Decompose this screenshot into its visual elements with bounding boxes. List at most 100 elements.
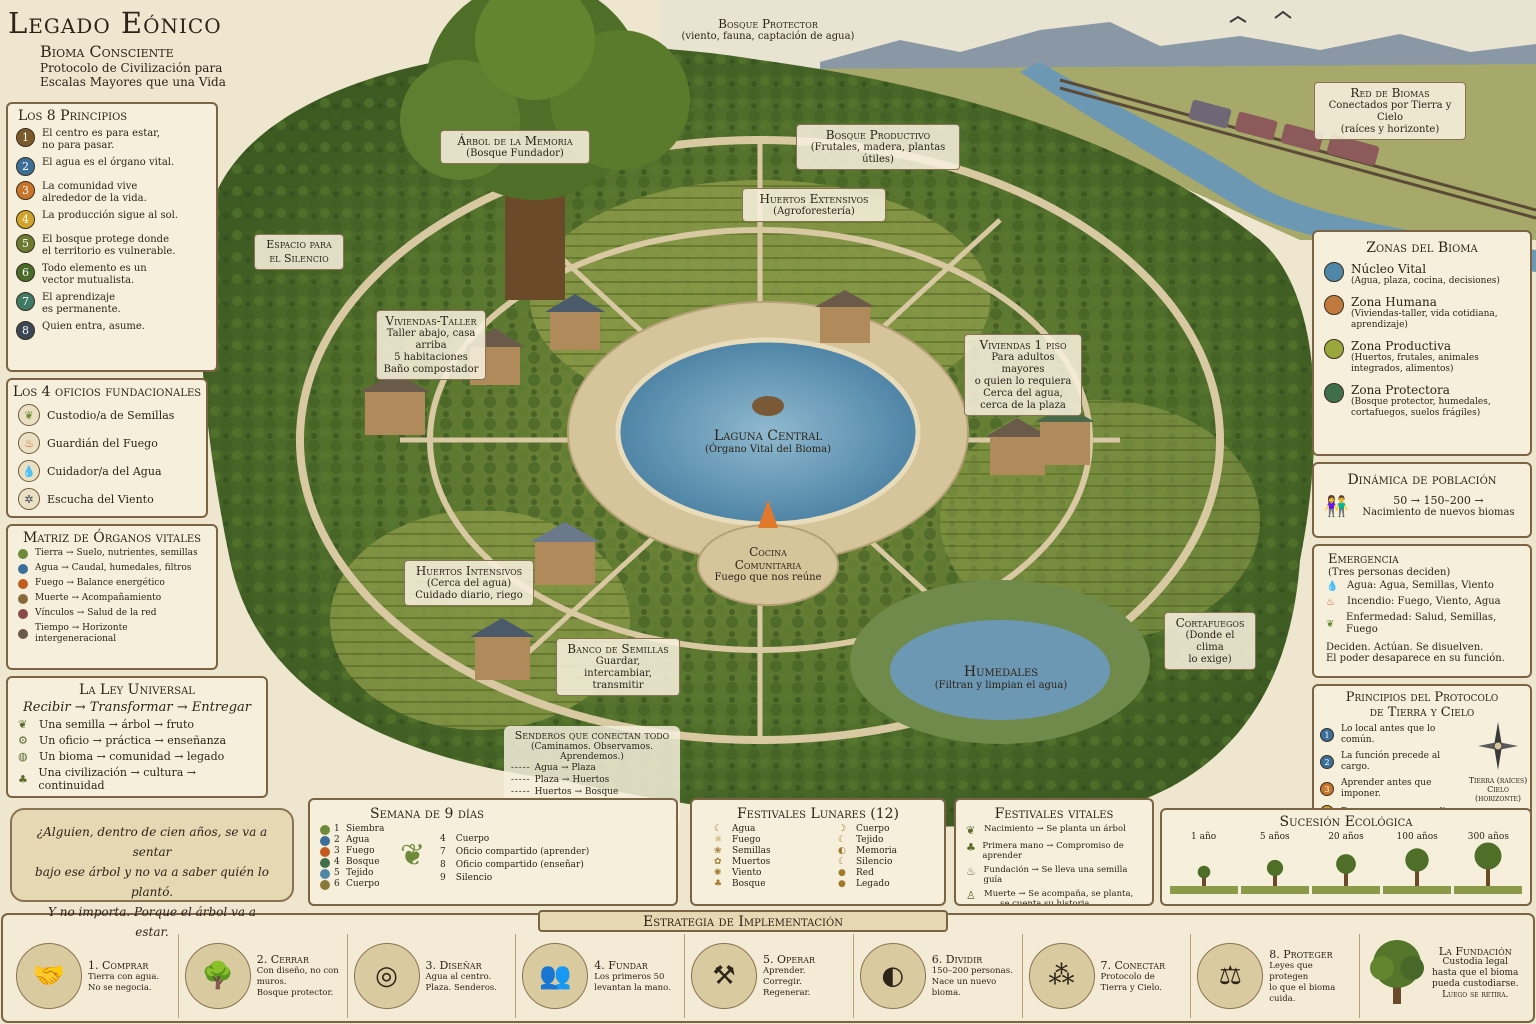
succession-tree-icon (1169, 865, 1238, 894)
fire-icon: ♨ (966, 865, 976, 878)
sprout-icon: ❦ (966, 824, 976, 837)
label-viviendas-taller: Viviendas-Taller Taller abajo, casa arri… (376, 310, 486, 380)
lunar-festival: ☾Tejido (838, 835, 884, 845)
principle-text: El centro es para estar, (42, 128, 161, 139)
population-line-1: 50 → 150–200 → (1393, 494, 1484, 507)
zone-color-dot (1324, 295, 1344, 315)
quote-line-2: bajo ese árbol y no va a saber quién lo … (35, 865, 269, 899)
zone-item: Núcleo Vital(Agua, plaza, cocina, decisi… (1324, 262, 1520, 287)
protocol-text: Lo local antes que lo común. (1341, 724, 1436, 745)
quote-line-3: Y no importa. Porque el árbol va a estar… (48, 905, 256, 939)
law-text: Un oficio → práctica → enseñanza (39, 734, 227, 747)
label-banco-semillas: Banco de Semillas Guardar, intercambiar,… (556, 638, 680, 696)
protocol-item: 1 Lo local antes que lo común. (1320, 724, 1460, 746)
emergency-item: 💧Agua: Agua, Semillas, Viento (1326, 580, 1518, 592)
sendero-row: - - - - -Plaza → Huertos (511, 775, 610, 785)
tagline-1: Protocolo de Civilización para (40, 61, 223, 75)
principle-number: 7 (16, 292, 35, 311)
water-drop-icon: 💧 (18, 460, 40, 482)
label-espacio-silencio: Espacio para el Silencio (254, 234, 344, 270)
tree-icon: ♣ (966, 841, 976, 854)
emergency-item: ❦ Enfermedad: Salud, Semillas, Fuego (1326, 612, 1518, 636)
emergency-sub: (Tres personas deciden) (1328, 567, 1451, 578)
zone-color-dot (1324, 383, 1344, 403)
zone-desc: (Bosque protector, humedales, (1351, 397, 1491, 407)
organ-label: Muerte → Acompañamiento (35, 593, 162, 603)
compass-rose-icon (1478, 722, 1518, 770)
protocol-number: 1 (1320, 728, 1334, 742)
principle-text-cont: no para pasar. (42, 140, 115, 151)
vital-festivals-title: Festivales vitales (994, 806, 1114, 822)
succession-tree-icon (1240, 859, 1309, 894)
principle-text: La comunidad vive (42, 181, 138, 192)
law-text: Una civilización → cultura → continuidad (38, 766, 197, 792)
leaf-icon: ❦ (1326, 618, 1335, 630)
organ-label: Tierra → Suelo, nutrientes, semillas (35, 548, 198, 558)
principle-text-cont: alrededor de la vida. (42, 193, 147, 204)
vital-festival: ♨Fundación → Se lleva una semilla guía (966, 865, 1128, 885)
campfire-icon (758, 500, 778, 528)
network-icon: ⁂ (1028, 943, 1095, 1009)
design-icon: ◎ (353, 943, 420, 1009)
label-arbol-memoria: Árbol de la Memoria (Bosque Fundador) (440, 130, 590, 164)
organ-item: Agua → Caudal, humedales, filtros (18, 563, 206, 574)
protocol-number: 3 (1320, 782, 1334, 796)
trade-item: ♨Guardián del Fuego (18, 432, 196, 454)
page-title: Legado Eónico (8, 6, 222, 40)
label-huertos-extensivos: Huertos Extensivos (Agroforestería) (742, 188, 886, 222)
emergency-title: Emergencia (1328, 552, 1399, 567)
emergency-text: Enfermedad: Salud, Semillas, Fuego (1346, 612, 1497, 635)
zone-desc-cont: integrados, alimentos) (1351, 364, 1454, 374)
trade-label: Cuidador/a del Agua (47, 464, 162, 478)
water-icon (18, 563, 28, 574)
emergency-note-2: El poder desaparece en su función. (1326, 653, 1505, 664)
moon-icon: ◐ (838, 846, 846, 856)
vital-festival: ♣Primera mano → Compromiso de aprender (966, 841, 1124, 861)
header: Legado Eónico Bioma Consciente Protocolo… (8, 6, 268, 89)
organ-label: Vínculos → Salud de la red (35, 608, 157, 618)
dashed-path-icon: - - - - - (511, 775, 530, 785)
organs-panel: Matriz de Órganos vitales Tierra → Suelo… (6, 524, 218, 670)
principle-text-cont: vector mutualista. (42, 275, 135, 286)
week-day-icon (320, 835, 330, 846)
principle-text-cont: el territorio es vulnerable. (42, 246, 176, 257)
zone-color-dot (1324, 339, 1344, 359)
foundation-tree-icon (1370, 940, 1424, 1004)
week-title: Semana de 9 días (370, 806, 484, 822)
principle-text-cont: es permanente. (42, 304, 121, 315)
trades-title: Los 4 oficios fundacionales (12, 384, 202, 400)
emergency-text: Agua: Agua, Semillas, Viento (1347, 580, 1494, 591)
principle-number: 8 (16, 321, 35, 340)
moon-icon: ✿ (714, 857, 722, 867)
trade-label: Custodio/a de Semillas (47, 408, 175, 422)
organ-label: Tiempo → Horizonte intergeneracional (35, 623, 128, 644)
organ-item: Muerte → Acompañamiento (18, 593, 206, 604)
succession-tree-icon (1383, 848, 1452, 894)
group-icon: ♣ (18, 772, 28, 786)
zones-title: Zonas del Bioma (1366, 240, 1478, 256)
moon-icon: ☽ (838, 824, 847, 834)
succession-stage: 5 años (1240, 832, 1309, 898)
tagline-2: Escalas Mayores que una Vida (40, 75, 226, 89)
organ-item: Fuego → Balance energético (18, 578, 206, 589)
organ-label: Fuego → Balance energético (35, 578, 165, 588)
succession-stage: 300 años (1454, 832, 1523, 898)
people-icon: 👫 (1324, 494, 1349, 518)
label-bosque-productivo: Bosque Productivo (Frutales, madera, pla… (796, 124, 960, 170)
week-day-icon (320, 879, 330, 890)
principle-number: 2 (16, 157, 35, 176)
label-cocina: Cocina Comunitaria Fuego que nos reúne (714, 545, 822, 584)
trade-label: Escucha del Viento (47, 492, 154, 506)
principle-number: 5 (16, 234, 35, 253)
organs-title: Matriz de Órganos vitales (22, 530, 202, 546)
